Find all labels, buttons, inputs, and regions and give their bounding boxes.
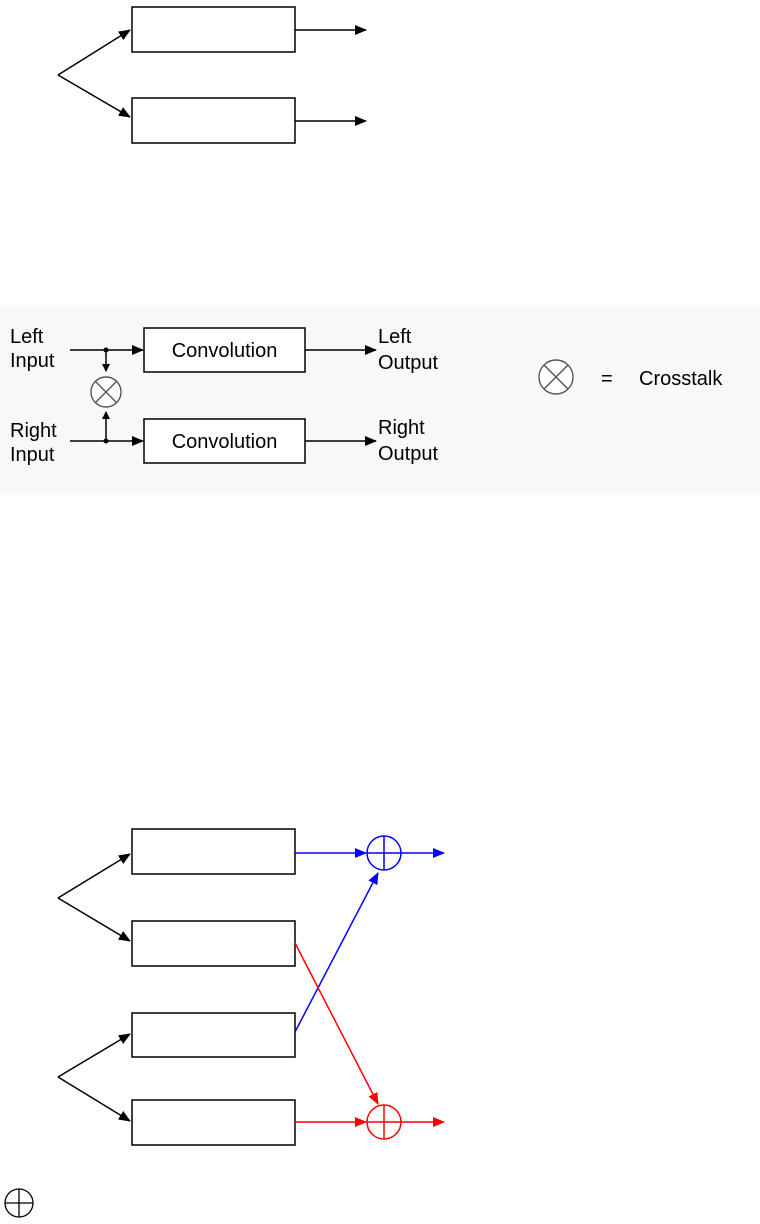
crosstalk-background [0, 305, 760, 495]
right-output-label-line1: Right [378, 417, 425, 439]
convolution-block-top-label: Convolution [172, 340, 278, 362]
sum-block-3 [131, 1012, 296, 1058]
legend-crosstalk-icon [538, 359, 574, 395]
left-input-label-line2: Input [10, 350, 55, 372]
convolution-block-bottom-label: Convolution [172, 431, 278, 453]
sum-block-4 [131, 1099, 296, 1146]
sum-block-1 [131, 828, 296, 875]
legend-equals: = [601, 368, 613, 390]
red-summing-junction-icon [366, 1104, 402, 1140]
figure-crosstalk: Left Input Right Input Convolution Convo… [0, 305, 760, 495]
upper-split-arrow-top [57, 853, 131, 899]
left-input-label-line1: Left [10, 326, 44, 348]
blue-summing-junction-icon [366, 835, 402, 871]
lower-split-arrow-top [57, 1033, 131, 1078]
crosstalk-icon [90, 376, 122, 408]
figure-split [57, 6, 367, 144]
legend-crosstalk-label: Crosstalk [639, 368, 723, 390]
red-path-block2-to-sum [294, 942, 379, 1105]
split-branch-arrow-top [57, 29, 131, 76]
lower-split-arrow-bottom [57, 1076, 131, 1122]
right-output-label-line2: Output [378, 443, 438, 465]
blue-path-block3-to-sum [294, 872, 379, 1033]
right-input-label-line2: Input [10, 444, 55, 466]
figure-summing [4, 828, 445, 1218]
split-block-bottom [131, 97, 296, 144]
legend-summing-icon [4, 1188, 34, 1218]
left-output-label-line2: Output [378, 352, 438, 374]
left-output-label-line1: Left [378, 326, 412, 348]
split-block-top [131, 6, 296, 53]
split-branch-arrow-bottom [57, 74, 131, 118]
sum-block-2 [131, 920, 296, 967]
right-input-label-line1: Right [10, 420, 57, 442]
upper-split-arrow-bottom [57, 897, 131, 942]
right-junction-dot [103, 438, 109, 444]
